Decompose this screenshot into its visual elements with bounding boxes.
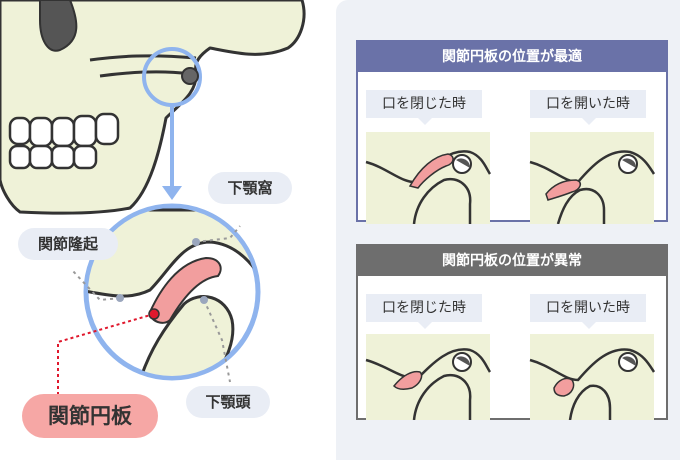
disc-label: 関節円板 <box>22 394 158 438</box>
abnormal-open-label: 口を開いた時 <box>530 294 646 329</box>
fossa-label: 下顎窩 <box>208 172 292 204</box>
eye-socket <box>39 0 78 52</box>
normal-closed-label: 口を閉じた時 <box>366 90 482 125</box>
normal-open-label: 口を開いた時 <box>530 90 646 125</box>
normal-card-title: 関節円板の位置が最適 <box>358 42 666 72</box>
abnormal-closed-label: 口を閉じた時 <box>366 294 482 329</box>
abnormal-joint-illustrations <box>365 334 656 420</box>
mandibular-condyle <box>137 295 235 376</box>
eminence-label: 関節隆起 <box>18 228 118 260</box>
normal-joint-illustrations <box>365 132 656 224</box>
teeth <box>8 112 120 170</box>
zygomatic-arch <box>89 54 197 62</box>
normal-position-card: 関節円板の位置が最適 口を閉じた時 口を開いた時 <box>356 40 668 224</box>
abnormal-card-title: 関節円板の位置が異常 <box>358 246 666 276</box>
condyle-label: 下顎頭 <box>186 386 270 418</box>
abnormal-position-card: 関節円板の位置が異常 口を閉じた時 口を開いた時 <box>356 244 668 420</box>
articular-disc <box>148 256 222 324</box>
